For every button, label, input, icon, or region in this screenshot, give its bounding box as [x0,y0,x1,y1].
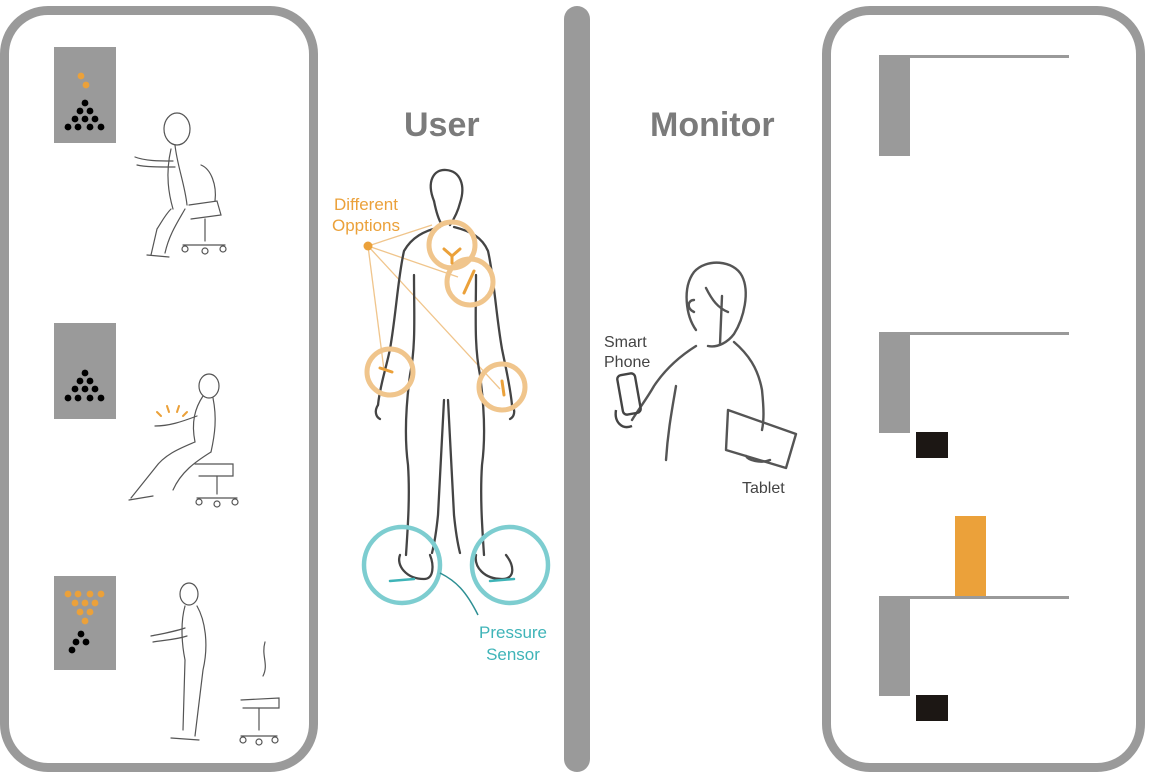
stage-1-indicator-card [54,47,116,143]
indicator-3-gray-bar [879,596,910,696]
indicator-3-orange-bar [955,516,986,598]
standing-sketch [150,582,280,746]
monitor-display-panel [822,6,1145,772]
stage-2-indicator-card [54,323,116,419]
user-heading: User [404,106,480,144]
indicator-3-top-line [879,596,1069,599]
posture-stages-panel [0,6,318,772]
indicator-1-gray-bar [879,55,910,156]
indicator-1-top-line [879,55,1069,58]
section-divider [564,6,590,772]
pressure-sensor-label: Pressure Sensor [478,623,548,664]
options-label: Different Opptions [331,195,401,235]
monitor-heading: Monitor [650,106,775,144]
sitting-slouched-sketch [128,373,239,508]
dot-triangle-icon [64,369,105,402]
indicator-2-black-square [916,432,948,458]
user-body-diagram [361,168,551,616]
indicator-3-black-square [916,695,948,721]
monitor-person-sketch [614,261,798,470]
tablet-label: Tablet [742,480,785,497]
sitting-upright-sketch [134,112,227,258]
dot-triangle-icon [64,72,105,131]
smartphone-label: Smart Phone [604,334,651,371]
inverted-dot-triangle-icon [64,590,105,654]
indicator-2-gray-bar [879,332,910,433]
indicator-2-top-line [879,332,1069,335]
stage-3-indicator-card [54,576,116,670]
